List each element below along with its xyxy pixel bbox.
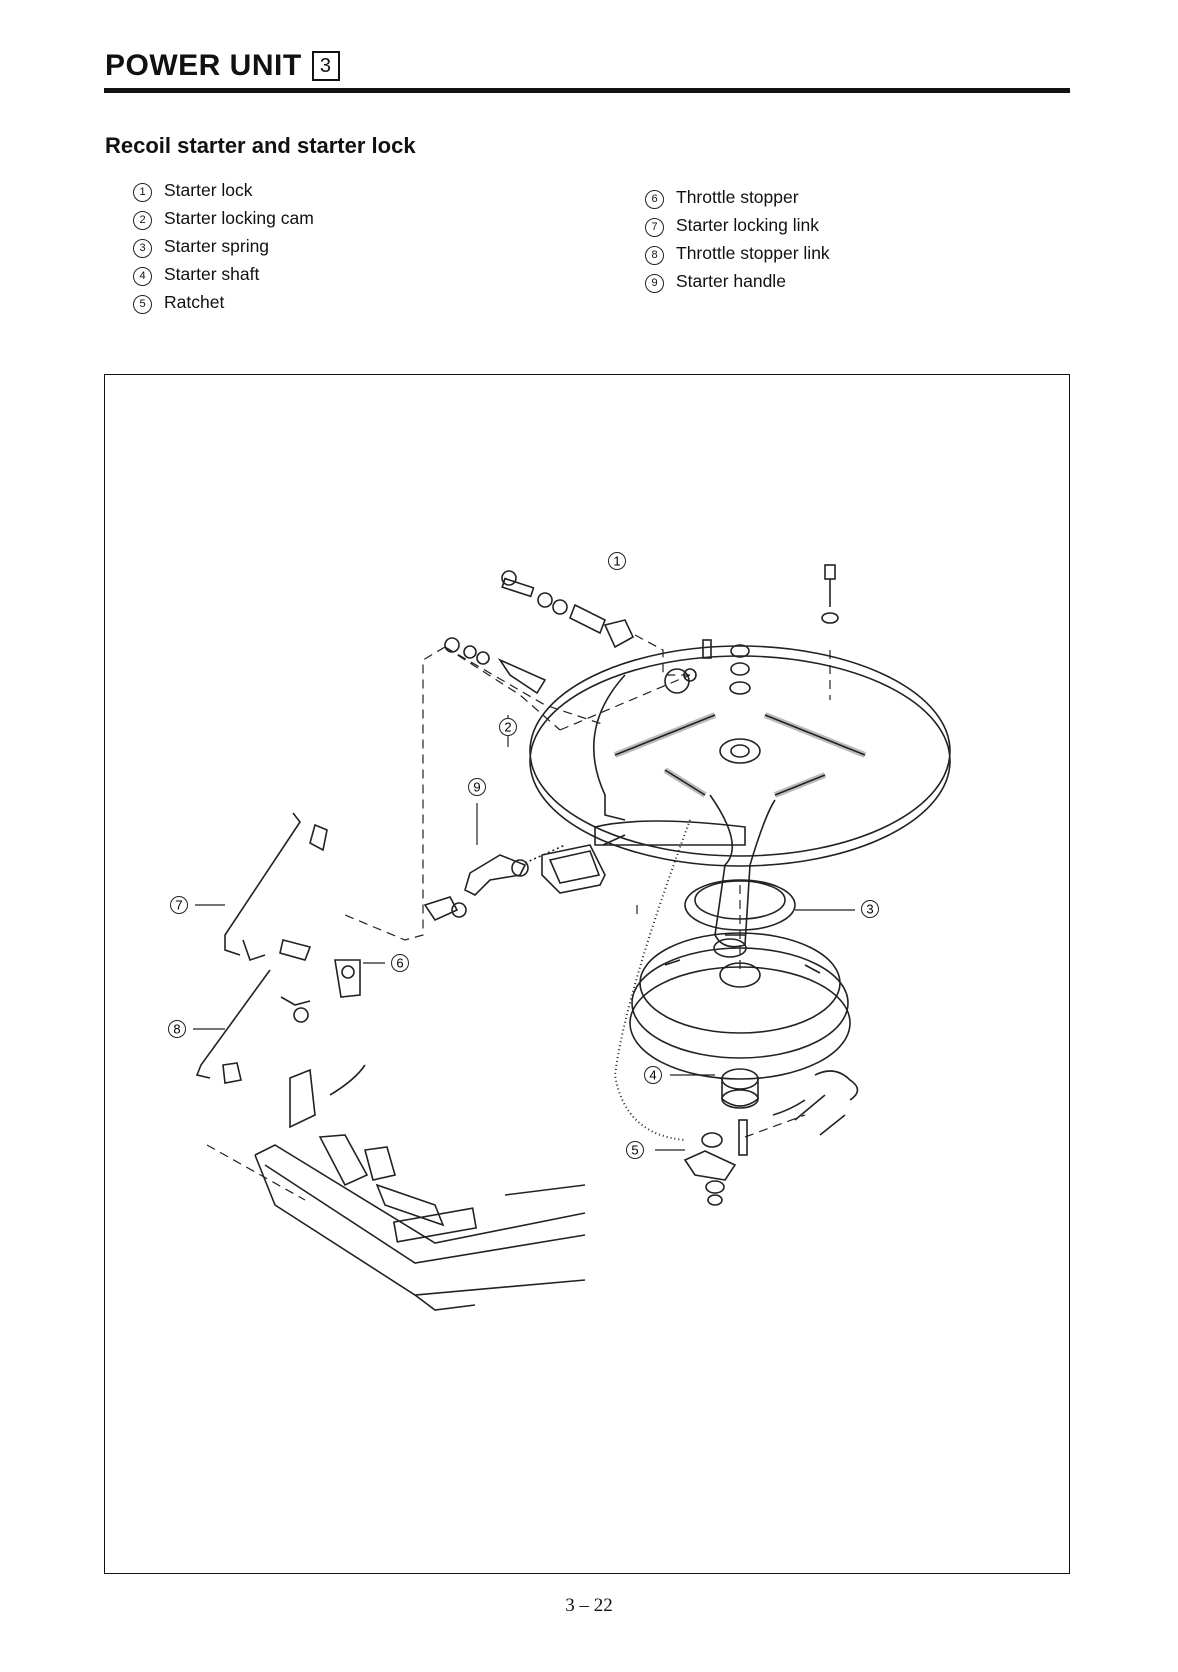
legend-item: 2 Starter locking cam [133, 204, 314, 232]
legend-number: 3 [133, 239, 152, 258]
legend-number: 8 [645, 246, 664, 265]
lower-engine-case [255, 1065, 585, 1310]
legend-label: Throttle stopper link [676, 243, 830, 263]
callout-6-label: 6 [396, 956, 403, 971]
legend-label: Starter handle [676, 271, 786, 291]
callout-3-label: 3 [866, 902, 873, 917]
legend-item: 6 Throttle stopper [645, 183, 830, 211]
callout-1: 1 [609, 553, 626, 570]
legend-label: Starter shaft [164, 264, 259, 284]
legend-label: Starter lock [164, 180, 253, 200]
page-header-title: POWER UNIT 3 [105, 48, 340, 84]
callout-1-label: 1 [613, 554, 620, 569]
callout-2: 2 [500, 719, 517, 736]
callout-9: 9 [469, 779, 486, 796]
legend-number: 1 [133, 183, 152, 202]
callout-7: 7 [171, 897, 188, 914]
callout-9-label: 9 [473, 780, 480, 795]
callout-8-label: 8 [173, 1022, 180, 1037]
legend-label: Starter locking cam [164, 208, 314, 228]
callout-5-label: 5 [631, 1143, 638, 1158]
callout-4: 4 [645, 1067, 662, 1084]
starter-case [530, 646, 950, 957]
callout-2-label: 2 [504, 720, 511, 735]
legend-label: Starter spring [164, 236, 269, 256]
legend-number: 2 [133, 211, 152, 230]
legend-number: 5 [133, 295, 152, 314]
callout-6: 6 [392, 955, 409, 972]
legend-item: 5 Ratchet [133, 288, 314, 316]
legend-item: 8 Throttle stopper link [645, 239, 830, 267]
exploded-diagram-frame: 1 2 3 4 5 6 7 8 9 [104, 374, 1070, 1574]
legend-label: Throttle stopper [676, 187, 799, 207]
callout-8: 8 [169, 1021, 186, 1038]
legend-item: 7 Starter locking link [645, 211, 830, 239]
legend-label: Starter locking link [676, 215, 819, 235]
header-title-text: POWER UNIT [105, 49, 302, 82]
link-rods [197, 813, 360, 1083]
assembly-dashed-lines [207, 635, 830, 1200]
exploded-parts-diagram: 1 2 3 4 5 6 7 8 9 [105, 375, 1071, 1575]
legend-number: 7 [645, 218, 664, 237]
legend-item: 4 Starter shaft [133, 260, 314, 288]
page-number: 3 – 22 [0, 1595, 1178, 1617]
header-rule [104, 88, 1070, 93]
callout-5: 5 [627, 1142, 644, 1159]
legend-number: 9 [645, 274, 664, 293]
legend-item: 9 Starter handle [645, 267, 830, 295]
shaft-ratchet-parts [685, 1069, 858, 1205]
upper-fasteners [445, 565, 838, 694]
chapter-number-box: 3 [312, 51, 340, 81]
callout-3: 3 [862, 901, 879, 918]
legend-label: Ratchet [164, 292, 224, 312]
starter-handle-assembly [425, 820, 690, 1140]
section-title: Recoil starter and starter lock [105, 132, 416, 160]
legend-item: 3 Starter spring [133, 232, 314, 260]
callout-4-label: 4 [649, 1068, 656, 1083]
legend-item: 1 Starter lock [133, 176, 314, 204]
legend-number: 6 [645, 190, 664, 209]
legend-number: 4 [133, 267, 152, 286]
callout-7-label: 7 [175, 898, 182, 913]
